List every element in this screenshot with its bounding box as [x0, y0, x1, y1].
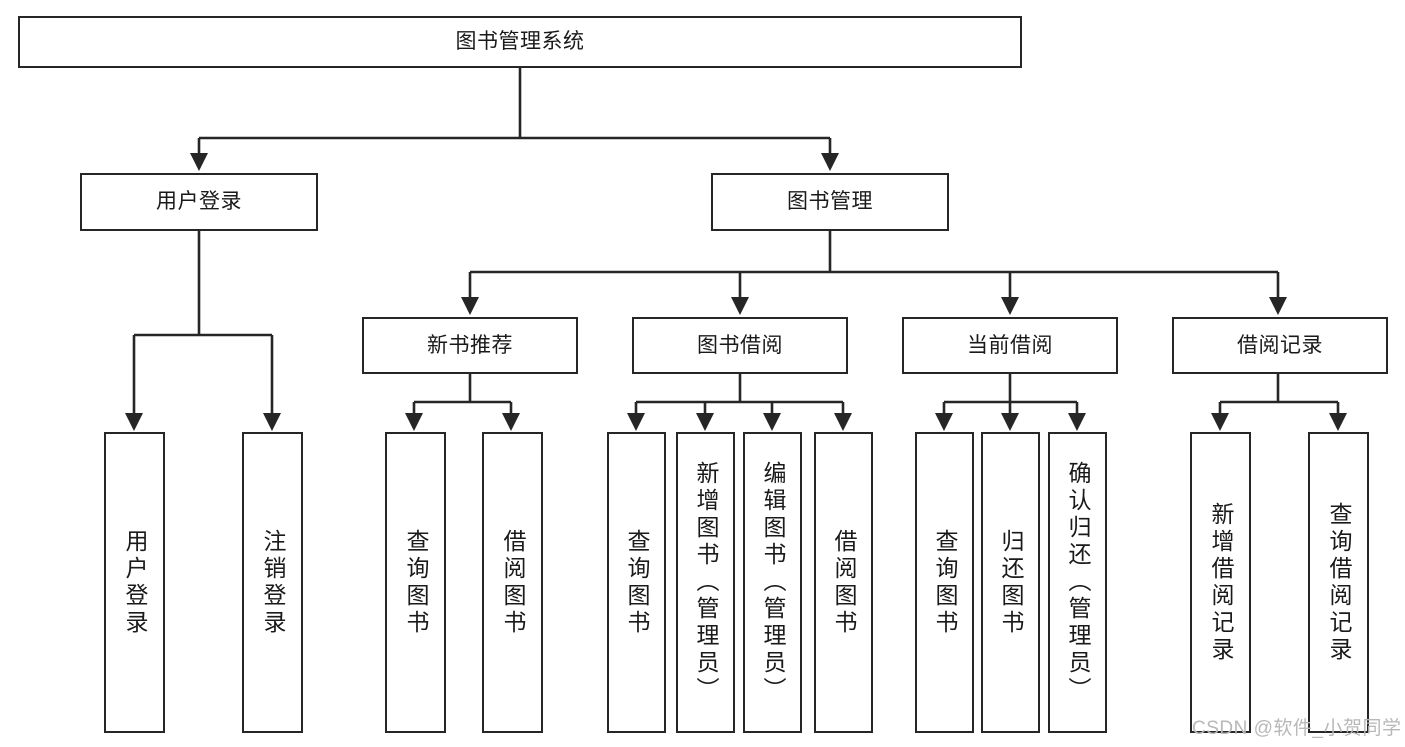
- node-leaf-query-record-label: 查询借阅记录: [1326, 501, 1352, 664]
- node-leaf-query-book-2[interactable]: 查询图书: [607, 432, 666, 733]
- node-borrow-record-label: 借阅记录: [1237, 333, 1323, 357]
- node-leaf-add-book-label: 新增图书（管理员）: [693, 461, 719, 704]
- node-leaf-query-book-3[interactable]: 查询图书: [915, 432, 974, 733]
- node-current-borrow-label: 当前借阅: [967, 333, 1053, 357]
- node-leaf-logout[interactable]: 注销登录: [242, 432, 303, 733]
- node-book-manage[interactable]: 图书管理: [711, 173, 949, 231]
- node-leaf-add-book[interactable]: 新增图书（管理员）: [676, 432, 735, 733]
- node-new-book-recommend-label: 新书推荐: [427, 333, 513, 357]
- node-new-book-recommend[interactable]: 新书推荐: [362, 317, 578, 374]
- node-leaf-borrow-book-2[interactable]: 借阅图书: [814, 432, 873, 733]
- node-leaf-user-login-label: 用户登录: [122, 528, 148, 637]
- node-leaf-confirm-return-label: 确认归还（管理员）: [1065, 461, 1091, 704]
- node-leaf-borrow-book-1-label: 借阅图书: [500, 528, 526, 637]
- node-leaf-return-book-label: 归还图书: [998, 528, 1024, 637]
- node-leaf-query-book-1[interactable]: 查询图书: [385, 432, 446, 733]
- node-leaf-user-login[interactable]: 用户登录: [104, 432, 165, 733]
- node-leaf-edit-book[interactable]: 编辑图书（管理员）: [743, 432, 802, 733]
- node-leaf-query-book-2-label: 查询图书: [624, 528, 650, 637]
- node-root-label: 图书管理系统: [455, 30, 585, 54]
- node-leaf-query-book-1-label: 查询图书: [403, 528, 429, 637]
- node-borrow-record[interactable]: 借阅记录: [1172, 317, 1388, 374]
- node-leaf-borrow-book-2-label: 借阅图书: [831, 528, 857, 637]
- node-leaf-add-record-label: 新增借阅记录: [1208, 501, 1234, 664]
- node-user-login[interactable]: 用户登录: [80, 173, 318, 231]
- node-leaf-logout-label: 注销登录: [260, 528, 286, 637]
- node-leaf-edit-book-label: 编辑图书（管理员）: [760, 461, 786, 704]
- node-leaf-add-record[interactable]: 新增借阅记录: [1190, 432, 1251, 733]
- node-leaf-confirm-return[interactable]: 确认归还（管理员）: [1048, 432, 1107, 733]
- node-book-borrow[interactable]: 图书借阅: [632, 317, 848, 374]
- node-leaf-query-book-3-label: 查询图书: [932, 528, 958, 637]
- node-user-login-label: 用户登录: [156, 190, 242, 214]
- node-current-borrow[interactable]: 当前借阅: [902, 317, 1118, 374]
- node-root[interactable]: 图书管理系统: [18, 16, 1022, 68]
- node-book-manage-label: 图书管理: [787, 190, 873, 214]
- node-leaf-return-book[interactable]: 归还图书: [981, 432, 1040, 733]
- node-book-borrow-label: 图书借阅: [697, 333, 783, 357]
- node-leaf-borrow-book-1[interactable]: 借阅图书: [482, 432, 543, 733]
- node-leaf-query-record[interactable]: 查询借阅记录: [1308, 432, 1369, 733]
